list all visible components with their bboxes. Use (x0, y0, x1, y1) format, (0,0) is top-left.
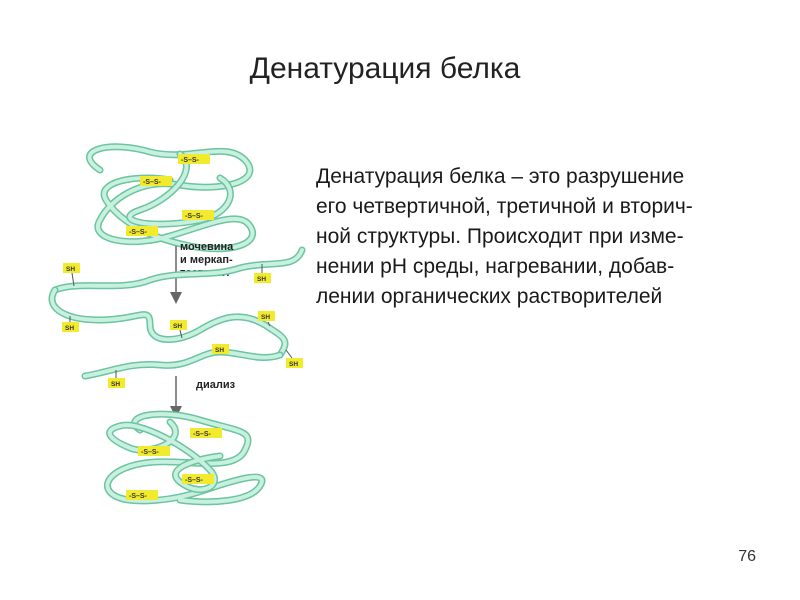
sh-group: SH (62, 316, 79, 332)
body-line: лении органических растворителей (316, 285, 663, 308)
disulfide-tag: -S–S- (126, 490, 158, 500)
body-line: ной структуры. Происходит при изме- (316, 225, 684, 248)
reagent-label-line: и меркап- (180, 254, 233, 266)
slide-body-text: Денатурация белка – это разрушение его ч… (316, 162, 766, 312)
body-line: нении pH среды, нагревании, добав- (316, 255, 675, 278)
disulfide-tag: -S–S- (126, 226, 158, 236)
sh-group: SH (108, 370, 125, 388)
body-line: его четвертичной, третичной и вторич- (316, 195, 693, 218)
svg-text:SH: SH (111, 381, 120, 388)
protein-denaturation-figure: -S–S- -S–S- -S–S- -S–S- мочевина и мерка… (40, 130, 320, 520)
sh-group: SH (212, 344, 229, 354)
svg-text:-S–S-: -S–S- (129, 229, 148, 236)
sh-group: SH (63, 263, 80, 287)
disulfide-tag: -S–S- (140, 176, 172, 186)
svg-text:-S–S-: -S–S- (185, 213, 204, 220)
svg-text:SH: SH (66, 266, 75, 273)
denaturation-diagram: -S–S- -S–S- -S–S- -S–S- мочевина и мерка… (48, 143, 306, 506)
sh-group: SH (285, 349, 303, 368)
body-line: Денатурация белка – это разрушение (316, 165, 685, 188)
disulfide-tag: -S–S- (182, 210, 214, 220)
svg-text:-S–S-: -S–S- (143, 179, 162, 186)
svg-text:SH: SH (289, 361, 298, 368)
disulfide-tag: -S–S- (138, 446, 170, 456)
svg-text:SH: SH (261, 314, 270, 321)
dialysis-label: диализ (196, 379, 236, 391)
renatured-protein-coil (104, 410, 266, 506)
sh-group: SH (170, 320, 187, 339)
disulfide-tag: -S–S- (190, 428, 222, 438)
svg-text:SH: SH (65, 325, 74, 332)
slide-title: Денатурация белка (249, 52, 521, 85)
page-number: 76 (738, 548, 756, 565)
svg-text:SH: SH (173, 323, 182, 330)
svg-text:-S–S-: -S–S- (141, 449, 160, 456)
svg-text:SH: SH (215, 347, 224, 354)
sh-group: SH (254, 264, 271, 283)
svg-text:-S–S-: -S–S- (129, 493, 148, 500)
reagent-label-line: мочевина (180, 241, 234, 253)
native-protein-coil (86, 143, 256, 253)
disulfide-tag: -S–S- (182, 474, 214, 484)
denatured-protein-chain (48, 246, 306, 380)
sh-group: SH (258, 311, 275, 327)
svg-text:SH: SH (257, 276, 266, 283)
svg-text:-S–S-: -S–S- (185, 477, 204, 484)
svg-text:-S–S-: -S–S- (193, 431, 212, 438)
disulfide-tag: -S–S- (178, 154, 210, 164)
svg-text:-S–S-: -S–S- (181, 157, 200, 164)
